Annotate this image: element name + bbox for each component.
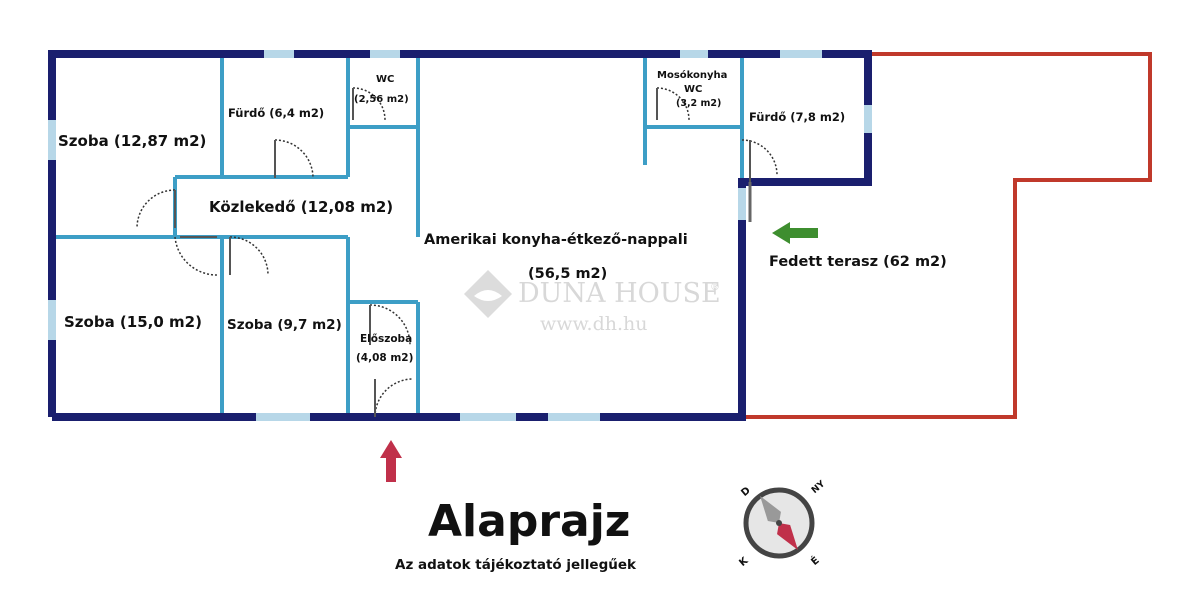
compass-label-ny: NY bbox=[810, 479, 828, 496]
watermark-url: www.dh.hu bbox=[540, 313, 648, 335]
door-leaves bbox=[174, 88, 751, 417]
room-mosokonyha-name: Mosókonyha bbox=[657, 69, 727, 81]
room-fedett-terasz: Fedett terasz (62 m2) bbox=[769, 254, 947, 270]
interior-walls bbox=[54, 54, 744, 417]
room-kozlekedo: Közlekedő (12,08 m2) bbox=[209, 198, 393, 216]
room-furdo-7-8: Fürdő (7,8 m2) bbox=[749, 110, 845, 124]
windows bbox=[48, 50, 872, 421]
compass-label-e: É bbox=[808, 553, 822, 567]
watermark-brand: DUNA HOUSE bbox=[518, 278, 721, 309]
outer-walls bbox=[48, 50, 872, 421]
compass-icon bbox=[743, 487, 815, 559]
room-wc-name: WC bbox=[376, 74, 394, 85]
page-title: Alaprajz bbox=[428, 496, 630, 547]
room-eloszoba-name: Előszoba bbox=[360, 333, 412, 345]
compass-label-k: K bbox=[737, 555, 751, 569]
door-swings bbox=[136, 87, 778, 418]
terrace-outline bbox=[742, 52, 1152, 419]
watermark: DUNA HOUSE ® www.dh.hu bbox=[464, 270, 721, 335]
entry-arrow-icon bbox=[380, 440, 402, 482]
room-szoba-12-87: Szoba (12,87 m2) bbox=[58, 132, 206, 150]
room-mosokonyha-wc: WC bbox=[684, 84, 702, 95]
room-furdo-6-4: Fürdő (6,4 m2) bbox=[228, 106, 324, 120]
page-subtitle: Az adatok tájékoztató jellegűek bbox=[395, 557, 637, 573]
room-wc-area: (2,56 m2) bbox=[354, 94, 409, 105]
room-nappali-area: (56,5 m2) bbox=[528, 266, 607, 282]
watermark-registered: ® bbox=[710, 282, 720, 293]
compass-label-d: D bbox=[739, 485, 752, 499]
room-eloszoba-area: (4,08 m2) bbox=[356, 352, 413, 364]
green-arrow-icon bbox=[772, 222, 818, 244]
room-szoba-9-7: Szoba (9,7 m2) bbox=[227, 317, 342, 333]
room-szoba-15-0: Szoba (15,0 m2) bbox=[64, 313, 202, 331]
duna-house-logo-icon bbox=[464, 270, 512, 318]
room-mosokonyha-area: (3,2 m2) bbox=[676, 98, 721, 109]
room-nappali-name: Amerikai konyha-étkező-nappali bbox=[424, 232, 688, 248]
